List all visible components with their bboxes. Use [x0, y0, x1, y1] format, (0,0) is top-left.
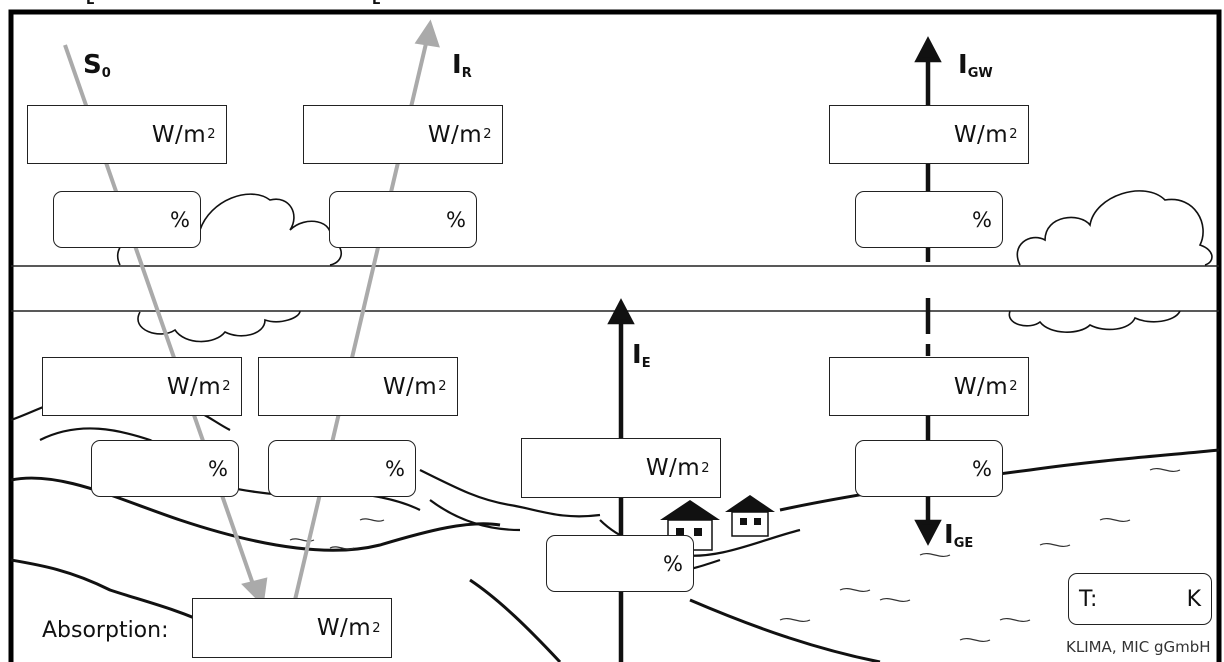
percent-input-s0-bottom[interactable]: %: [91, 440, 239, 497]
ige-label: IGE: [944, 520, 974, 551]
diagram-frame: [8, 9, 1222, 662]
ir-label: IR: [452, 50, 472, 81]
percent-input-igw-bottom[interactable]: %: [855, 440, 1003, 497]
absorption-label: Absorption:: [42, 618, 169, 643]
top-cut-label-mid: E: [372, 0, 381, 8]
percent-input-albedo[interactable]: %: [268, 440, 416, 497]
percent-input-s0-top[interactable]: %: [53, 191, 201, 248]
top-cut-label-left: E: [86, 0, 95, 8]
s0-label: S0: [83, 50, 111, 81]
igw-label: IGW: [958, 50, 993, 81]
temperature-prefix: T:: [1079, 586, 1098, 612]
percent-input-ir-top[interactable]: %: [329, 191, 477, 248]
percent-input-igw-top[interactable]: %: [855, 191, 1003, 248]
temperature-input[interactable]: T: K: [1068, 573, 1212, 625]
temperature-unit: K: [1186, 586, 1201, 612]
water-ripples: [289, 467, 1181, 643]
percent-input-ie[interactable]: %: [546, 535, 694, 592]
credit-text: KLIMA, MIC gGmbH: [1066, 638, 1211, 656]
ie-label: IE: [632, 340, 651, 371]
